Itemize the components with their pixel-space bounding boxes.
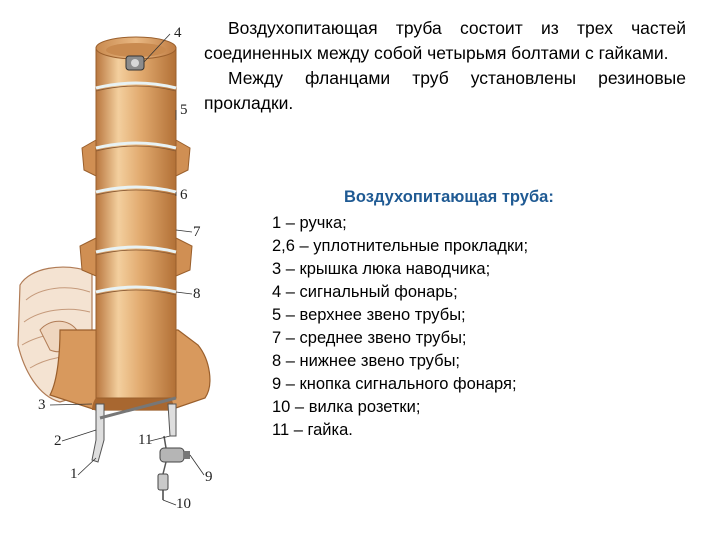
tube-flanges bbox=[79, 139, 193, 277]
legend-title: Воздухопитающая труба: bbox=[344, 188, 554, 206]
gaskets bbox=[95, 81, 177, 294]
callout-10: 10 bbox=[176, 496, 191, 512]
legend-item: 5 – верхнее звено трубы; bbox=[272, 306, 466, 324]
intro-paragraph-2: Между фланцами труб установлены резиновы… bbox=[204, 68, 686, 113]
legend-item: 2,6 – уплотнительные прокладки; bbox=[272, 237, 529, 255]
callout-7: 7 bbox=[193, 224, 201, 240]
callout-4: 4 bbox=[174, 25, 182, 41]
socket-plug bbox=[157, 473, 169, 500]
callout-leaders bbox=[49, 33, 205, 506]
legend-item: 4 – сигнальный фонарь; bbox=[272, 283, 458, 301]
callout-1: 1 bbox=[70, 466, 78, 482]
callout-5: 5 bbox=[180, 102, 188, 118]
callout-3: 3 bbox=[38, 397, 46, 413]
legend-item: 11 – гайка. bbox=[272, 421, 353, 439]
callout-8: 8 bbox=[193, 286, 201, 302]
callout-6: 6 bbox=[180, 187, 188, 203]
callout-2: 2 bbox=[54, 433, 62, 449]
legend-item: 7 – среднее звено трубы; bbox=[272, 329, 467, 347]
legend-item: 10 – вилка розетки; bbox=[272, 398, 421, 416]
legend-list: 1 – ручка; 2,6 – уплотнительные прокладк… bbox=[272, 212, 528, 442]
signal-lamp bbox=[125, 55, 145, 71]
intro-paragraph-1: Воздухопитающая труба состоит из трех ча… bbox=[204, 18, 686, 63]
intro-text: Воздухопитающая труба состоит из трех ча… bbox=[204, 16, 686, 116]
legend-item: 3 – крышка люка наводчика; bbox=[272, 260, 491, 278]
callout-11: 11 bbox=[138, 432, 153, 448]
tube-body bbox=[95, 47, 177, 399]
air-supply-tube-illustration bbox=[17, 33, 211, 506]
legend-item: 1 – ручка; bbox=[272, 214, 347, 232]
legend-item: 8 – нижнее звено трубы; bbox=[272, 352, 461, 370]
signal-button bbox=[159, 447, 190, 463]
legend-item: 9 – кнопка сигнального фонаря; bbox=[272, 375, 517, 393]
callout-9: 9 bbox=[205, 469, 213, 485]
